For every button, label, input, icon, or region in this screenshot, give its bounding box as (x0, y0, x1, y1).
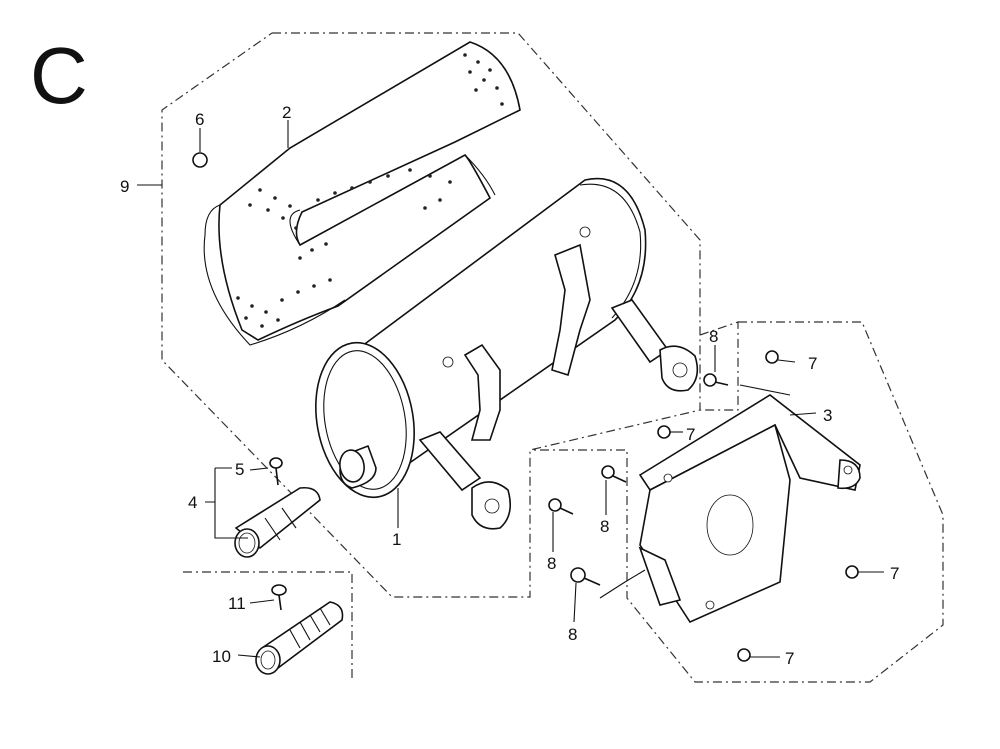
bolt-7-top (765, 350, 779, 364)
callout-7-bottom: 7 (785, 649, 794, 668)
spark-arrester (234, 486, 321, 558)
callout-8-middle: 8 (600, 517, 609, 536)
group-boundaries (161, 32, 944, 683)
callout-5: 5 (235, 460, 244, 479)
section-letter: C (30, 31, 88, 120)
callout-9: 9 (120, 177, 129, 196)
callout-2: 2 (282, 103, 291, 122)
screw-11 (271, 584, 287, 611)
bolt-8-upper (703, 373, 729, 387)
callout-7-upper: 7 (686, 425, 695, 444)
perforations (236, 53, 504, 328)
callout-8-left: 8 (547, 554, 556, 573)
bolt-7-upper (657, 425, 671, 439)
protector-group-boundary (530, 321, 944, 683)
spark-arrester-group-boundary (183, 571, 353, 680)
callout-labels: 1 2 3 4 5 6 7 7 7 7 8 8 8 8 9 10 11 (120, 103, 899, 668)
muffler-protector (203, 41, 521, 346)
callout-7-top: 7 (808, 354, 817, 373)
callout-7-right: 7 (890, 564, 899, 583)
muffler-bracket (638, 384, 861, 624)
bolt-7-right (845, 565, 859, 579)
callout-4: 4 (188, 493, 197, 512)
callout-11: 11 (228, 594, 246, 613)
callout-1: 1 (392, 530, 401, 549)
muffler-body (315, 177, 699, 530)
bolt-8-left (548, 498, 574, 515)
callout-3: 3 (823, 406, 832, 425)
bolt-group-boundary (699, 321, 739, 411)
callout-8-upper: 8 (709, 327, 718, 346)
bolt-7-bottom (737, 648, 751, 662)
bolt-8-middle (601, 465, 627, 483)
muffler-group-boundary (161, 32, 701, 598)
callout-10: 10 (212, 647, 231, 666)
bolt-8-lower (570, 567, 601, 586)
fasteners (192, 152, 859, 662)
nut-6 (192, 152, 208, 168)
screw-5 (269, 457, 283, 486)
spark-arrester-alt (255, 601, 344, 675)
leader-lines (137, 120, 884, 658)
callout-8-lower: 8 (568, 625, 577, 644)
callout-6: 6 (195, 110, 204, 129)
